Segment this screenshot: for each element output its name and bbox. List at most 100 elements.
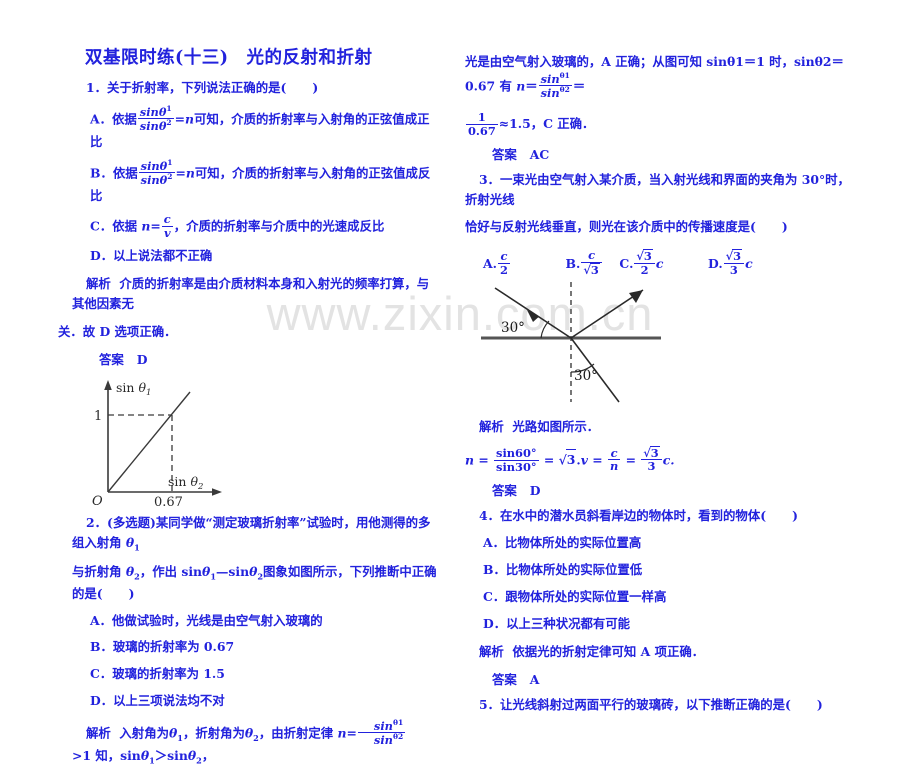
page-title: 双基限时练(十三) 光的反射和折射 — [85, 48, 373, 68]
q2-solution-cont: 光是由空气射入玻璃的，A 正确；从图可知 sinθ1＝1 时，sinθ2＝0.6… — [465, 54, 844, 100]
option-tag: A. — [483, 255, 497, 271]
inequality: >1 — [72, 748, 92, 764]
solution-text: 依据光的折射定律可知 A 项正确． — [512, 643, 705, 659]
q2-option-d[interactable]: D．以上三项说法均不对 — [90, 691, 440, 711]
frac-numerator: c — [500, 249, 508, 264]
left-column: 双基限时练(十三) 光的反射和折射 1．关于折射率，下列说法正确的是() A．依… — [58, 44, 440, 768]
ray-diagram-figure: 30° 30° — [471, 280, 771, 415]
theta-symbol: θ — [125, 535, 135, 551]
q5-number: 5． — [479, 696, 501, 712]
svg-text:O: O — [92, 494, 103, 509]
q2-text-4: 图象如图所示，下列推断中正确的是 — [72, 563, 437, 601]
option-text: 以上说法都不正确 — [113, 247, 213, 263]
answer-label: 答案 — [492, 671, 517, 687]
frac-numerator: sinθ — [139, 104, 167, 119]
option-tag: A． — [90, 111, 113, 127]
option-tag: B． — [90, 639, 113, 655]
sin-theta-graph-figure: sin θ1 sin θ2 1 O 0.67 — [86, 374, 316, 510]
answer-label: 答案 — [99, 351, 124, 367]
frac-numerator: c — [588, 248, 596, 263]
option-text: 比物体所处的实际位置高 — [505, 535, 642, 551]
q4-option-a[interactable]: A．比物体所处的实际位置高 — [483, 533, 857, 553]
frac-denominator: sinθ — [140, 173, 168, 188]
answer-value: D — [529, 483, 541, 499]
option-tag: B． — [483, 562, 506, 577]
symbol-n: n — [465, 452, 475, 468]
q3-solution: 解析 光路如图所示． — [465, 417, 857, 437]
option-tag: C． — [483, 588, 506, 604]
symbol-n: n — [185, 111, 195, 127]
q2-option-c[interactable]: C．玻璃的折射率为 1.5 — [90, 664, 440, 684]
option-text: 他做试验时，光线是由空气射入玻璃的 — [112, 612, 323, 628]
q2-text-3: ，作出 — [139, 563, 178, 579]
solution-text: 光路如图所示． — [512, 418, 600, 434]
option-tag: D． — [90, 247, 114, 263]
q3-option-b[interactable]: B.c√3 — [566, 249, 603, 276]
q2-option-b[interactable]: B．玻璃的折射率为 0.67 — [90, 637, 440, 657]
frac-numerator: sinθ — [140, 158, 168, 173]
option-lead: 依据 — [112, 165, 138, 181]
frac-numerator: c — [163, 212, 171, 227]
watermark: www.zixin.com.cn — [266, 287, 654, 340]
answer-value: D — [136, 351, 148, 367]
paren-close: ) — [312, 80, 319, 95]
answer-label: 答案 — [492, 146, 517, 162]
question-3-stem-cont: 恰好与反射光线垂直，则光在该介质中的传播速度是() — [465, 217, 857, 237]
option-tail: ，介质的折射率与介质中的光速成反比 — [173, 218, 385, 234]
theta-symbol: θ — [168, 725, 178, 741]
option-tail: 可知，介质的折射率与入射角的正弦值成反比 — [90, 165, 431, 204]
option-tail: 可知，介质的折射率与入射角的正弦值成正比 — [90, 111, 430, 150]
q2-tag: (多选题) — [107, 514, 156, 530]
theta-symbol: θ — [125, 563, 135, 579]
theta-subscript: 1 — [134, 542, 140, 553]
frac-denominator: √3 — [581, 261, 602, 276]
option-text: 跟物体所处的实际位置一样高 — [505, 588, 667, 604]
option-text: 玻璃的折射率为 0.67 — [112, 639, 235, 655]
paren-open: ( — [280, 80, 287, 95]
option-text: 比物体所处的实际位置低 — [505, 562, 643, 577]
answer-value: A — [529, 671, 540, 687]
fraction-sin60-over-sin30: sin60°sin30° — [494, 446, 539, 474]
solution-text: 介质的折射率是由介质材料本身和入射光的频率打算，与其他因素无 — [72, 275, 430, 311]
solution-label: 解析 — [86, 725, 111, 741]
angle-label-bottom: 30° — [574, 368, 598, 384]
q4-option-c[interactable]: C．跟物体所处的实际位置一样高 — [483, 587, 857, 607]
solution-ineq: sinθ1＞sinθ2， — [120, 748, 215, 766]
q2-option-a[interactable]: A．他做试验时，光线是由空气射入玻璃的 — [90, 611, 440, 631]
q4-solution: 解析 依据光的折射定律可知 A 项正确． — [465, 642, 857, 662]
option-tag: A． — [90, 612, 113, 628]
question-1-stem: 1．关于折射率，下列说法正确的是() — [72, 78, 440, 98]
option-tag: A． — [483, 535, 506, 551]
q3-number: 3． — [479, 171, 501, 187]
paren-open: ( — [760, 508, 767, 524]
solution-text: ，折射角为 — [182, 725, 245, 741]
solution-label: 解析 — [479, 643, 504, 659]
graph-svg: sin θ1 sin θ2 1 O 0.67 — [92, 379, 222, 510]
angle-label-top: 30° — [501, 320, 525, 336]
option-tag: D. — [708, 255, 723, 271]
approx-text: ≈1.5，C 正确． — [498, 116, 595, 132]
q4-option-b[interactable]: B．比物体所处的实际位置低 — [483, 560, 857, 580]
solution-text: 知， — [95, 748, 121, 764]
q2-text-1: 某同学做“测定玻璃折射率”试验时，用他测得的多组入射角 — [72, 514, 431, 551]
q1-text: 关于折射率，下列说法正确的是 — [107, 80, 281, 95]
right-column: 光是由空气射入玻璃的，A 正确；从图可知 sinθ1＝1 时，sinθ2＝0.6… — [465, 44, 857, 715]
q4-number: 4． — [479, 508, 501, 524]
equals-sign: = — [346, 725, 357, 741]
option-tag: D． — [483, 615, 507, 631]
q1-option-d[interactable]: D．以上说法都不正确 — [90, 246, 440, 266]
q4-option-d[interactable]: D．以上三种状况都有可能 — [483, 614, 857, 634]
symbol-n: n — [516, 78, 526, 94]
symbol-c: c — [745, 255, 753, 271]
q4-text: 在水中的潜水员斜看岸边的物体时，看到的物体 — [500, 508, 761, 524]
